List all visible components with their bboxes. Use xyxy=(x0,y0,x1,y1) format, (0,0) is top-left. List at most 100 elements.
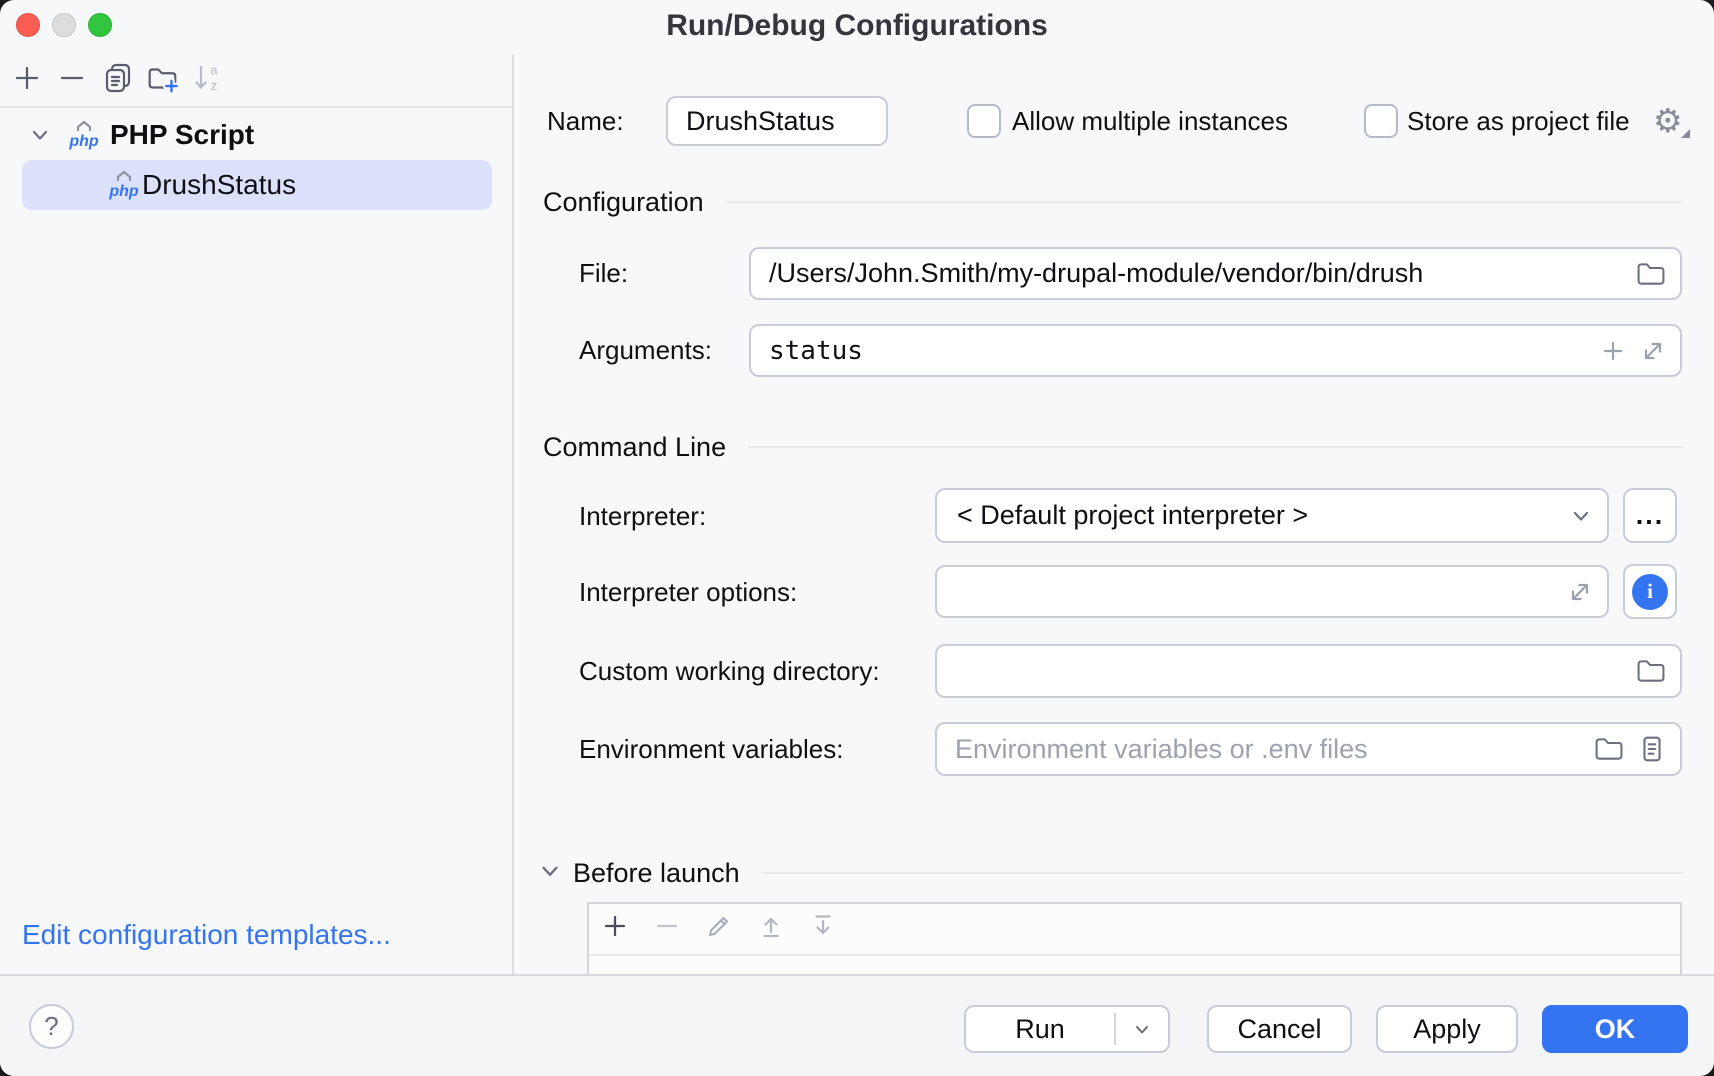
interpreter-select[interactable]: < Default project interpreter > xyxy=(935,488,1609,543)
expand-interpreter-options-button[interactable] xyxy=(1565,577,1595,607)
sort-alphabetically-icon: a z xyxy=(195,63,218,93)
svg-text:php: php xyxy=(108,183,139,200)
cancel-button[interactable]: Cancel xyxy=(1207,1005,1352,1053)
file-label: File: xyxy=(579,258,629,288)
chevron-down-icon xyxy=(1573,511,1589,521)
interpreter-options-input[interactable] xyxy=(937,576,1565,607)
before-launch-section-title: Before launch xyxy=(573,857,740,888)
remove-configuration-button[interactable] xyxy=(54,60,90,96)
add-icon xyxy=(1603,341,1623,360)
arguments-field-wrap xyxy=(749,324,1682,377)
copy-configuration-button[interactable] xyxy=(100,60,136,96)
tree-group-label: PHP Script xyxy=(110,119,255,150)
tree-group-php-script[interactable]: php PHP Script xyxy=(26,112,254,158)
run-options-chevron-button[interactable] xyxy=(1116,1017,1168,1041)
folder-icon xyxy=(1595,738,1623,760)
interpreter-options-info-button[interactable]: i xyxy=(1623,564,1677,619)
configuration-section-header: Configuration xyxy=(543,184,1682,220)
configuration-section-title: Configuration xyxy=(543,186,704,217)
list-icon xyxy=(1643,736,1661,762)
sort-configurations-button[interactable]: a z xyxy=(190,60,226,96)
file-input[interactable] xyxy=(751,258,1634,289)
edit-env-variables-button[interactable] xyxy=(1636,733,1668,765)
folder-icon xyxy=(1637,262,1665,285)
interpreter-more-button[interactable]: ... xyxy=(1623,488,1677,543)
help-button[interactable]: ? xyxy=(29,1004,74,1049)
chevron-down-icon xyxy=(542,866,558,876)
gear-dropdown-triangle xyxy=(1680,129,1690,138)
browse-env-file-button[interactable] xyxy=(1592,732,1626,766)
tree-item-drushstatus[interactable]: php DrushStatus xyxy=(22,160,492,210)
interpreter-options-label: Interpreter options: xyxy=(579,577,798,607)
interpreter-label: Interpreter: xyxy=(579,501,707,531)
split-divider xyxy=(1114,1013,1116,1045)
before-launch-edit-button[interactable] xyxy=(701,908,737,944)
add-icon xyxy=(604,915,626,937)
tree-item-label: DrushStatus xyxy=(142,169,297,200)
before-launch-collapse-button[interactable] xyxy=(535,856,565,886)
browse-file-button[interactable] xyxy=(1634,257,1668,291)
run-split-button: Run xyxy=(964,1005,1170,1053)
expand-icon xyxy=(1571,583,1589,600)
new-folder-icon xyxy=(148,68,180,95)
chevron-down-icon xyxy=(1136,1026,1148,1034)
info-icon: i xyxy=(1632,573,1668,610)
section-divider-line xyxy=(761,872,1682,874)
add-argument-button[interactable] xyxy=(1598,336,1628,366)
command-line-section-title: Command Line xyxy=(543,431,727,462)
sidebar-toolbar-divider xyxy=(0,106,512,108)
custom-working-directory-label: Custom working directory: xyxy=(579,656,880,686)
svg-text:a: a xyxy=(210,63,218,78)
svg-text:z: z xyxy=(211,78,218,93)
php-icon: php xyxy=(106,167,142,203)
php-icon: php xyxy=(66,117,102,153)
edit-configuration-templates-link[interactable]: Edit configuration templates... xyxy=(22,919,391,950)
arrow-up-from-line-icon xyxy=(763,917,779,938)
run-button[interactable]: Run xyxy=(1015,1013,1065,1044)
environment-variables-input[interactable] xyxy=(937,733,1592,765)
expand-arguments-button[interactable] xyxy=(1638,336,1668,366)
store-as-project-file-checkbox[interactable] xyxy=(1364,104,1398,138)
before-launch-task-list xyxy=(587,902,1682,974)
folder-icon xyxy=(1637,660,1665,682)
name-input[interactable] xyxy=(668,105,886,137)
close-window-button[interactable] xyxy=(16,13,40,37)
arguments-label: Arguments: xyxy=(579,335,712,365)
browse-working-directory-button[interactable] xyxy=(1634,654,1668,688)
remove-icon xyxy=(656,924,678,928)
footer-divider xyxy=(0,974,1714,976)
allow-multiple-instances-checkbox[interactable] xyxy=(967,104,1001,138)
add-configuration-button[interactable] xyxy=(9,60,45,96)
copy-icon xyxy=(105,63,131,93)
name-label: Name: xyxy=(547,106,624,136)
task-list-row-divider xyxy=(589,954,1680,956)
new-folder-button[interactable] xyxy=(144,60,180,96)
before-launch-add-button[interactable] xyxy=(597,908,633,944)
section-divider-line xyxy=(725,201,1682,203)
pencil-icon xyxy=(708,916,729,937)
before-launch-move-up-button[interactable] xyxy=(753,908,789,944)
environment-variables-field-wrap xyxy=(935,722,1682,776)
question-mark-icon: ? xyxy=(44,1011,59,1041)
arrow-down-to-line-icon xyxy=(815,915,831,935)
expand-icon xyxy=(1644,342,1662,359)
zoom-window-button[interactable] xyxy=(88,13,112,37)
name-field-wrap xyxy=(666,96,888,146)
add-icon xyxy=(15,66,39,90)
file-field-wrap xyxy=(749,247,1682,300)
interpreter-value: < Default project interpreter > xyxy=(957,500,1309,530)
ok-button[interactable]: OK xyxy=(1542,1005,1688,1053)
custom-working-directory-field-wrap xyxy=(935,644,1682,698)
arguments-input[interactable] xyxy=(751,335,1598,366)
before-launch-remove-button[interactable] xyxy=(649,908,685,944)
store-as-project-file-label: Store as project file xyxy=(1407,106,1630,136)
minimize-window-button[interactable] xyxy=(52,13,76,37)
apply-button[interactable]: Apply xyxy=(1376,1005,1518,1053)
section-divider-line xyxy=(748,446,1682,448)
before-launch-move-down-button[interactable] xyxy=(805,908,841,944)
custom-working-directory-input[interactable] xyxy=(937,655,1634,687)
remove-icon xyxy=(60,76,84,80)
chevron-down-icon[interactable] xyxy=(26,121,54,149)
gear-icon[interactable]: ⚙ xyxy=(1653,103,1690,139)
